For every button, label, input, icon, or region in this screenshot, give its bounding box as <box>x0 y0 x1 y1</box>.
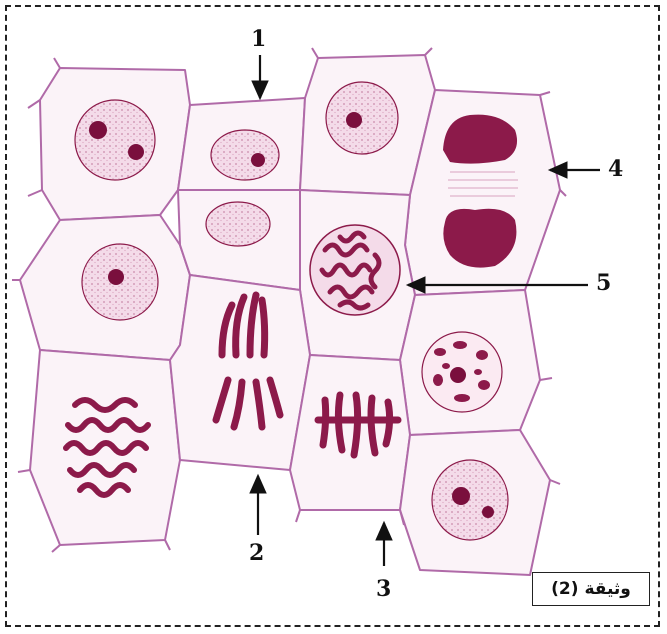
callout-4: 4 <box>608 158 623 180</box>
prophase-cell-5 <box>310 225 400 315</box>
nucleus-r2c2 <box>206 202 270 246</box>
callout-2: 2 <box>249 542 264 564</box>
document-label: وثيقة (2) <box>532 572 650 606</box>
callout-5: 5 <box>596 272 611 294</box>
nucleus-r3c4 <box>432 460 508 540</box>
prophase-cell-r2c4 <box>422 332 502 412</box>
nucleus-r1c2 <box>211 130 279 180</box>
cell-r3c1 <box>30 350 180 545</box>
callout-1: 1 <box>251 28 266 50</box>
nucleus-r1c1 <box>75 100 155 180</box>
nucleus-r1c3 <box>326 82 398 154</box>
callout-3: 3 <box>376 578 391 600</box>
